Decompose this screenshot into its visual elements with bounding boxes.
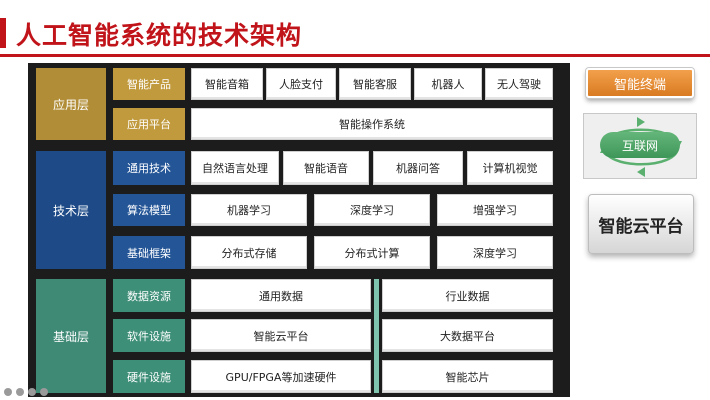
footer-dot-icon — [40, 388, 48, 396]
item-general-data: 通用数据 — [191, 279, 371, 312]
category-algorithm-models: 算法模型 — [113, 194, 185, 226]
category-smart-products: 智能产品 — [113, 68, 185, 100]
smart-terminal-box: 智能终端 — [586, 68, 694, 98]
item-face-payment: 人脸支付 — [266, 68, 336, 100]
category-software: 软件设施 — [113, 319, 185, 352]
item-smart-voice: 智能语音 — [283, 151, 369, 185]
title-accent-bar — [0, 18, 6, 48]
category-general-tech: 通用技术 — [113, 151, 185, 185]
item-machine-learning: 机器学习 — [191, 194, 307, 226]
item-smart-customer-service: 智能客服 — [339, 68, 411, 100]
title-underline — [0, 54, 710, 57]
category-app-platform: 应用平台 — [113, 108, 185, 140]
category-base-frameworks: 基础框架 — [113, 236, 185, 269]
item-industry-data: 行业数据 — [382, 279, 553, 312]
item-smart-cloud: 智能云平台 — [191, 319, 371, 352]
footer-toolbar — [4, 388, 48, 398]
item-deep-learning: 深度学习 — [314, 194, 430, 226]
item-distributed-storage: 分布式存储 — [191, 236, 307, 269]
item-reinforcement-learning: 增强学习 — [437, 194, 553, 226]
item-robot: 机器人 — [414, 68, 482, 100]
item-nlp: 自然语言处理 — [191, 151, 279, 185]
item-distributed-computing: 分布式计算 — [314, 236, 430, 269]
item-machine-qa: 机器问答 — [373, 151, 463, 185]
item-big-data-platform: 大数据平台 — [382, 319, 553, 352]
layer-base: 基础层 — [36, 279, 106, 393]
base-layer-divider — [374, 279, 379, 393]
layer-app: 应用层 — [36, 68, 106, 140]
layer-tech: 技术层 — [36, 151, 106, 269]
item-autonomous-driving: 无人驾驶 — [485, 68, 553, 100]
internet-badge: 互联网 — [600, 132, 680, 158]
footer-dot-icon — [16, 388, 24, 396]
item-smart-speaker: 智能音箱 — [191, 68, 263, 100]
item-smart-os: 智能操作系统 — [191, 108, 553, 140]
item-accelerated-hardware: GPU/FPGA等加速硬件 — [191, 360, 371, 393]
item-smart-chip: 智能芯片 — [382, 360, 553, 393]
item-computer-vision: 计算机视觉 — [467, 151, 553, 185]
architecture-panel: 应用层 智能产品 智能音箱 人脸支付 智能客服 机器人 无人驾驶 应用平台 智能… — [28, 63, 570, 397]
category-hardware: 硬件设施 — [113, 360, 185, 393]
smart-cloud-platform-box: 智能云平台 — [588, 194, 694, 254]
category-data-resources: 数据资源 — [113, 279, 185, 312]
footer-dot-icon — [28, 388, 36, 396]
item-deep-learning-framework: 深度学习 — [437, 236, 553, 269]
footer-dot-icon — [4, 388, 12, 396]
page-title: 人工智能系统的技术架构 — [16, 21, 303, 50]
